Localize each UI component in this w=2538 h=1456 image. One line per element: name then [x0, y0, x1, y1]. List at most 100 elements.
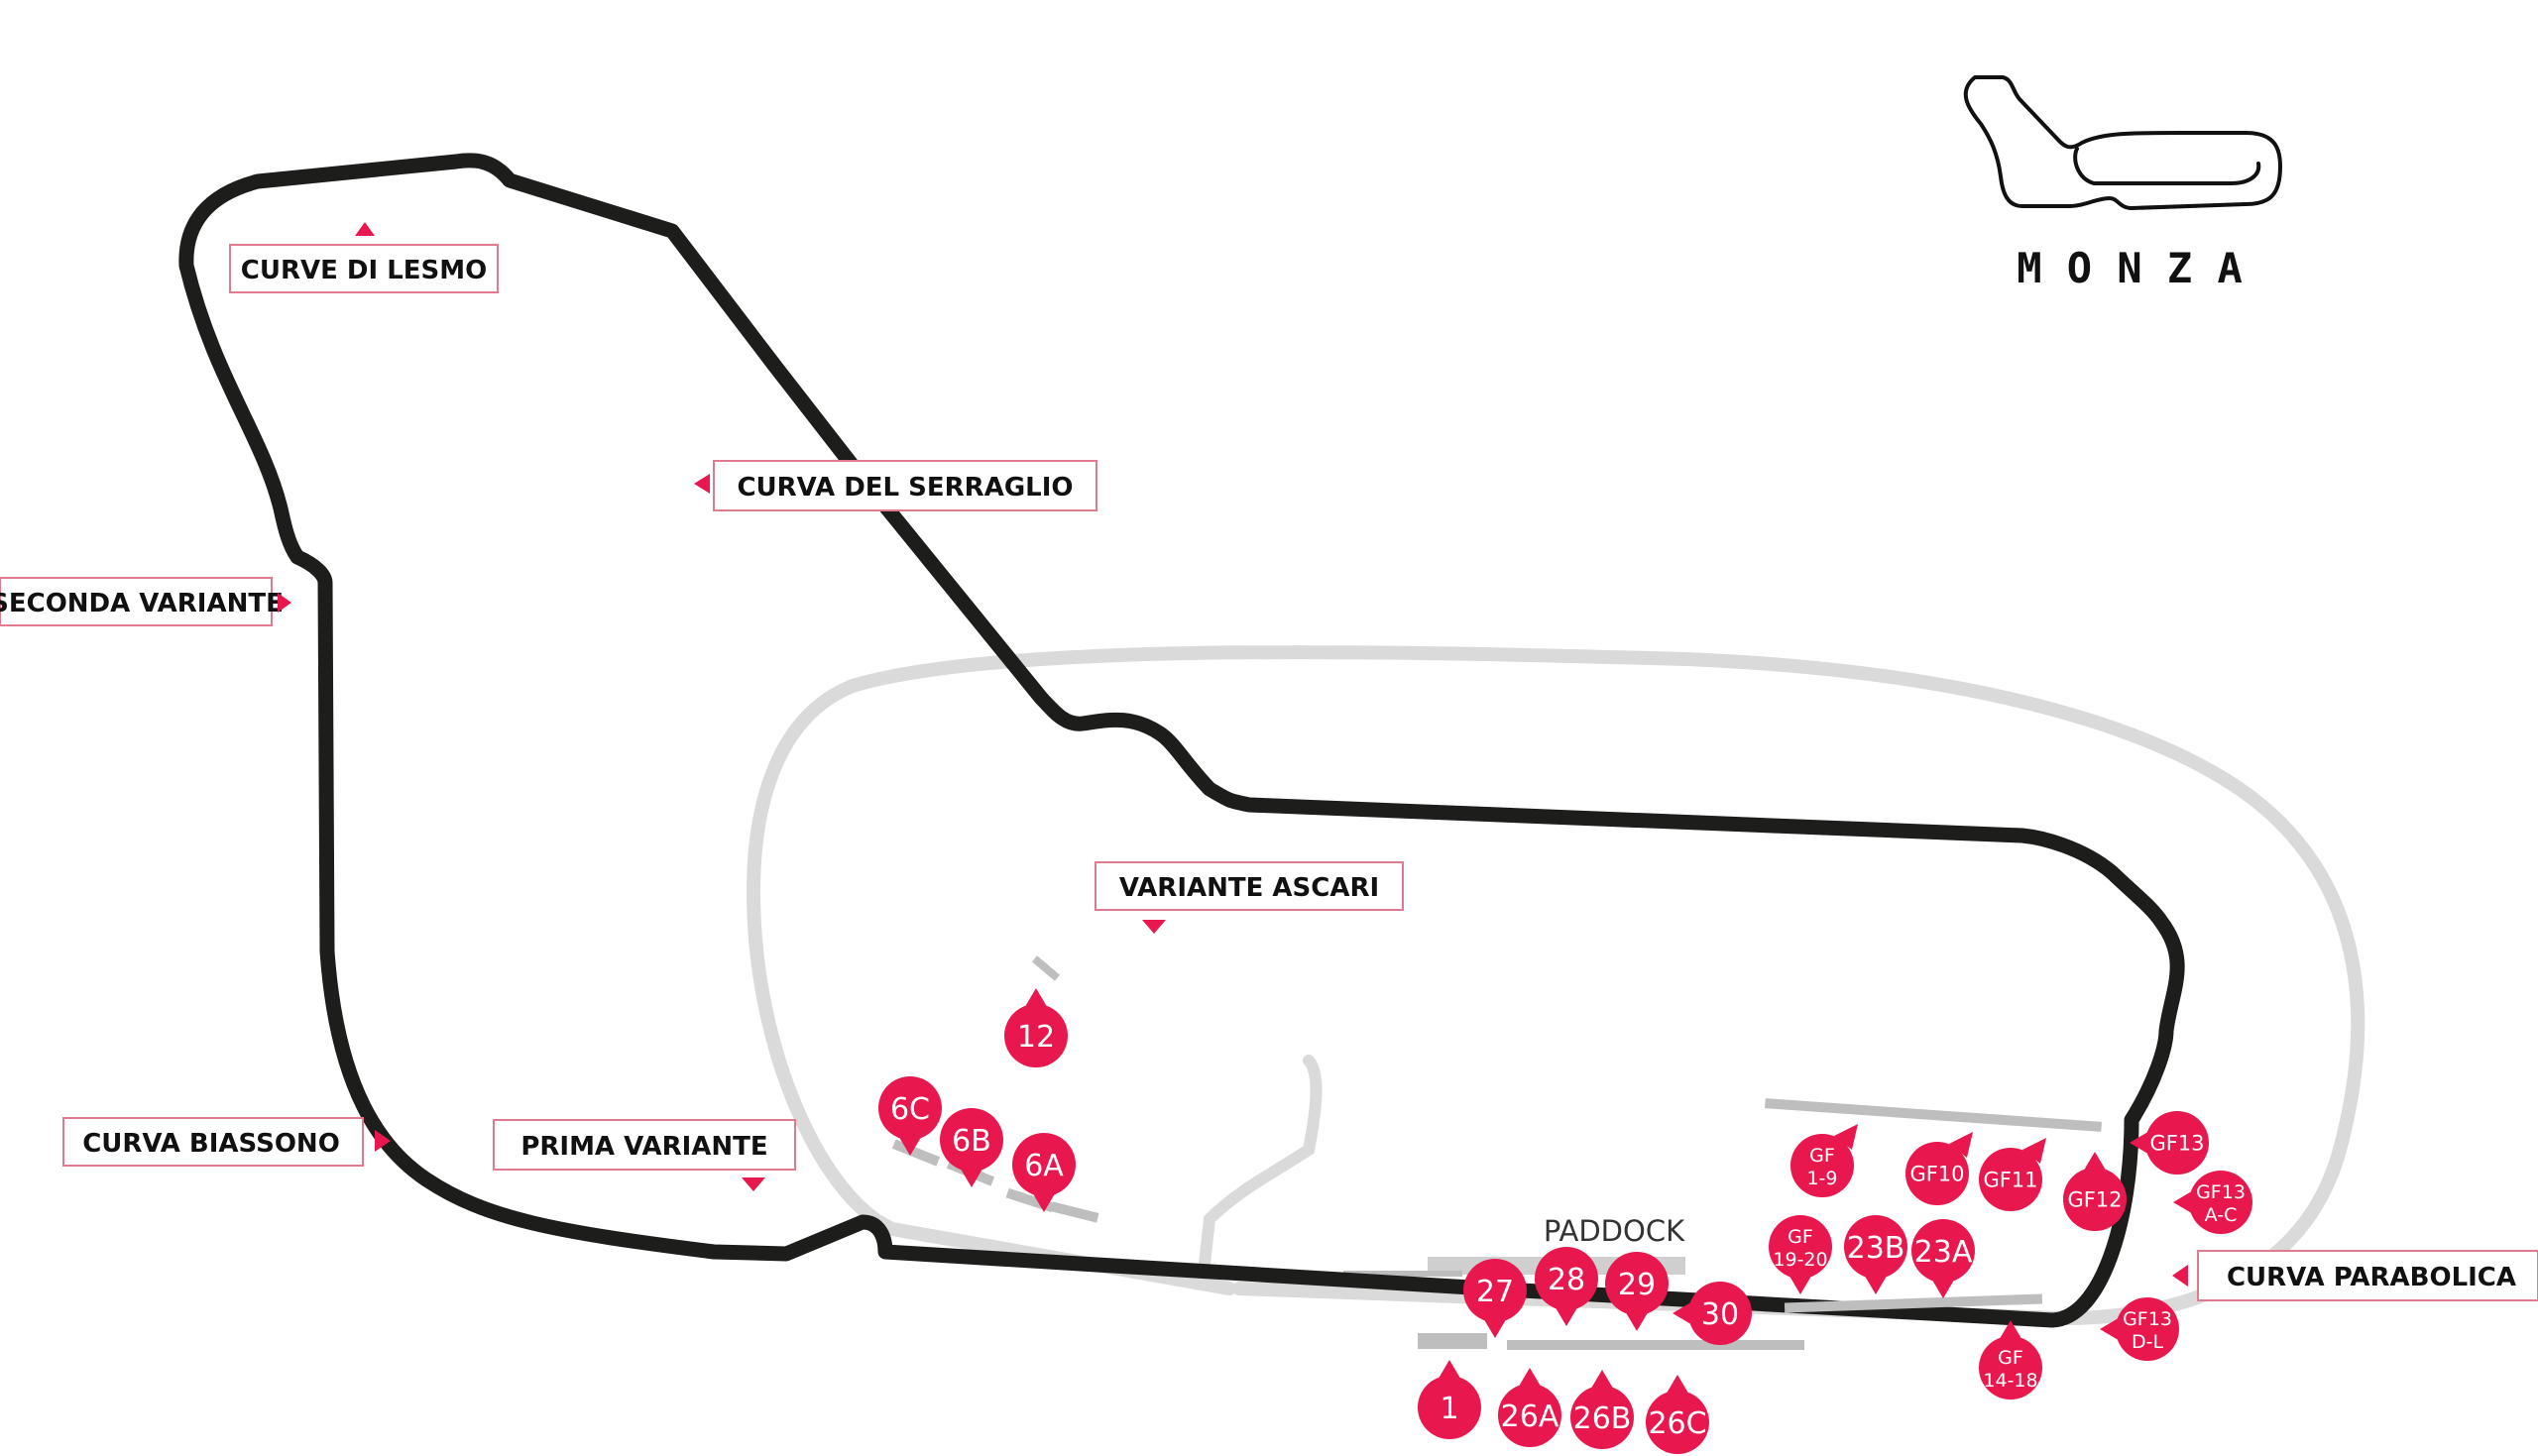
marker-circle [1463, 1259, 1527, 1322]
marker-circle [1418, 1376, 1481, 1439]
marker-pointer [1930, 1277, 1956, 1298]
corner-pointer [355, 222, 375, 236]
marker-label: 19-20 [1773, 1249, 1827, 1271]
marker-circle [2189, 1171, 2252, 1234]
marker-pointer [2022, 1138, 2046, 1164]
corner-label-curva-parabolica: CURVA PARABOLICA [2172, 1250, 2538, 1301]
marker-pointer [897, 1134, 923, 1156]
marker-label: 1 [1440, 1392, 1458, 1426]
corner-pointer [375, 1130, 391, 1152]
grandstand-marker-23a[interactable]: 23A [1911, 1219, 1975, 1298]
corner-label-variante-ascari: VARIANTE ASCARI [1095, 861, 1404, 934]
marker-label: GF13 [2196, 1181, 2246, 1203]
marker-label: 12 [1017, 1020, 1055, 1055]
marker-circle [1004, 1004, 1068, 1067]
corner-pointer [2172, 1265, 2188, 1287]
grandstand-marker-6b[interactable]: 6B [940, 1108, 1003, 1187]
track-outline-icon [1963, 75, 2282, 210]
marker-label: GF11 [1983, 1169, 2037, 1192]
marker-circle [1646, 1391, 1709, 1454]
grandstand-marker-6c[interactable]: 6C [878, 1076, 942, 1156]
grandstand-marker-28[interactable]: 28 [1535, 1247, 1598, 1326]
grandstand-marker-30[interactable]: 30 [1673, 1282, 1752, 1345]
svg-text:SECONDA VARIANTE: SECONDA VARIANTE [0, 589, 284, 618]
grandstand-marker-gf1-9[interactable]: GF1-9 [1790, 1124, 1858, 1197]
marker-pointer [1863, 1273, 1889, 1294]
marker-pointer [1554, 1304, 1579, 1326]
marker-label: GF12 [2067, 1188, 2122, 1212]
marker-pointer [1482, 1316, 1508, 1338]
marker-circle [1769, 1215, 1832, 1279]
grandstand-marker-gf12[interactable]: GF12 [2063, 1152, 2127, 1231]
svg-text:PRIMA VARIANTE: PRIMA VARIANTE [520, 1132, 767, 1162]
corner-pointer [1142, 920, 1166, 934]
marker-label: GF13 [2123, 1308, 2172, 1330]
marker-circle [1905, 1142, 1969, 1205]
marker-circle [1844, 1215, 1907, 1279]
grandstand-marker-27[interactable]: 27 [1463, 1259, 1527, 1338]
marker-label: 6C [890, 1092, 930, 1127]
marker-circle [2063, 1168, 2127, 1231]
grandstand-marker-26b[interactable]: 26B [1570, 1370, 1634, 1449]
marker-label: 1-9 [1806, 1168, 1837, 1189]
marker-circle [2116, 1297, 2179, 1361]
grandstand-marker-29[interactable]: 29 [1605, 1252, 1669, 1331]
grandstand-marker-23b[interactable]: 23B [1844, 1215, 1907, 1294]
marker-pointer [1949, 1132, 1973, 1158]
marker-circle [878, 1076, 942, 1140]
marker-pointer [1998, 1320, 2023, 1342]
marker-label: 29 [1618, 1268, 1656, 1302]
marker-pointer [1437, 1360, 1462, 1382]
grandstand-marker-26a[interactable]: 26A [1498, 1368, 1561, 1447]
svg-text:CURVA DEL SERRAGLIO: CURVA DEL SERRAGLIO [737, 473, 1073, 503]
marker-circle [1570, 1386, 1634, 1449]
grandstand-marker-12[interactable]: 12 [1004, 988, 1068, 1067]
marker-circle [1605, 1252, 1669, 1315]
marker-pointer [1023, 988, 1049, 1010]
corner-label-curve-di-lesmo: CURVE DI LESMO [229, 222, 499, 293]
grandstand-marker-gf10[interactable]: GF10 [1905, 1132, 1973, 1205]
marker-label: 28 [1548, 1263, 1585, 1297]
marker-label: GF [1809, 1145, 1835, 1167]
grandstand-marker-26c[interactable]: 26C [1646, 1375, 1709, 1454]
marker-label: 6B [952, 1124, 991, 1159]
marker-label: GF [1998, 1347, 2023, 1369]
grandstand-marker-gf11[interactable]: GF11 [1979, 1138, 2046, 1211]
grandstand-marker-gf13[interactable]: GF13 [2130, 1111, 2209, 1175]
corner-label-curva-del-serraglio: CURVA DEL SERRAGLIO [694, 460, 1097, 511]
marker-label: 23A [1914, 1235, 1973, 1270]
marker-circle [1979, 1336, 2042, 1400]
corner-pointer [742, 1177, 765, 1191]
marker-label: GF13 [2149, 1132, 2204, 1156]
marker-label: 26A [1501, 1400, 1559, 1434]
marker-pointer [1834, 1124, 1858, 1150]
marker-pointer [1624, 1309, 1650, 1331]
marker-label: 14-18 [1983, 1370, 2037, 1392]
marker-circle [2145, 1111, 2209, 1175]
corner-label-prima-variante: PRIMA VARIANTE [493, 1119, 796, 1191]
marker-pointer [2173, 1189, 2195, 1215]
marker-pointer [2130, 1130, 2151, 1156]
marker-circle [1979, 1148, 2042, 1211]
svg-text:VARIANTE ASCARI: VARIANTE ASCARI [1119, 873, 1379, 903]
paddock-label: PADDOCK [1544, 1214, 1685, 1248]
corner-label-seconda-variante: SECONDA VARIANTE [0, 577, 291, 626]
marker-circle [1688, 1282, 1752, 1345]
marker-circle [1790, 1134, 1854, 1197]
marker-pointer [1517, 1368, 1543, 1390]
marker-pointer [1665, 1375, 1690, 1397]
marker-circle [1012, 1133, 1076, 1196]
marker-label: 30 [1701, 1297, 1739, 1332]
marker-pointer [2082, 1152, 2108, 1174]
grandstand-marker-6a[interactable]: 6A [1012, 1133, 1076, 1212]
grandstand-marker-1[interactable]: 1 [1418, 1360, 1481, 1439]
marker-circle [1498, 1384, 1561, 1447]
marker-pointer [1031, 1190, 1057, 1212]
oval-track-banking [746, 679, 1236, 1295]
marker-circle [1535, 1247, 1598, 1310]
